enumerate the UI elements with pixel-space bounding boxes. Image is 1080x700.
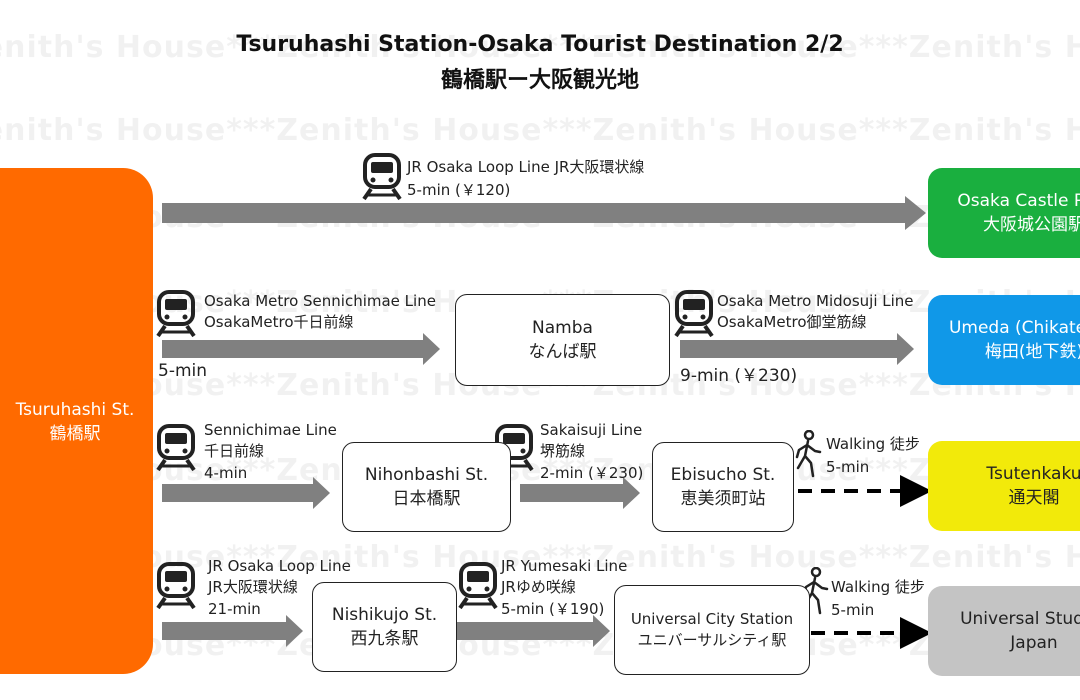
walking-person-icon <box>795 430 822 478</box>
r4-leg1-line-jp: JR大阪環状線 <box>208 578 298 596</box>
arrow-r2-leg2 <box>680 333 914 365</box>
arrow-r4-leg1 <box>162 615 303 647</box>
r3-leg2-line-jp: 堺筋線 <box>540 442 586 460</box>
train-icon <box>458 562 498 610</box>
station-nishikujo: Nishikujo St. 西九条駅 <box>312 582 457 672</box>
arrow-r4-leg2 <box>433 615 610 647</box>
r2-leg1-time: 5-min <box>158 361 208 381</box>
r2-leg2-time: 9-min (￥230) <box>680 366 798 386</box>
station-nihonbashi-en: Nihonbashi St. <box>364 465 489 485</box>
station-nishikujo-en: Nishikujo St. <box>331 605 438 625</box>
walking-person-icon <box>802 567 829 615</box>
origin-station-block: Tsuruhashi St. 鶴橋駅 <box>0 168 153 674</box>
dest-r3-jp: 通天閣 <box>1008 488 1060 508</box>
arrow-r3-leg1 <box>162 477 330 509</box>
r3-walk-label: Walking 徒步 <box>826 435 920 453</box>
r4-walk-time: 5-min <box>831 601 875 619</box>
station-namba: Namba なんば駅 <box>455 294 670 386</box>
r4-leg2-line-en: JR Yumesaki Line <box>501 557 628 575</box>
r3-leg1-line-jp: 千日前線 <box>204 442 265 460</box>
destination-universal-studios-japan: Universal Studios Japan <box>928 586 1080 676</box>
arrow-r2-leg1 <box>162 333 440 365</box>
r1-line-label: JR Osaka Loop Line JR大阪環状線 <box>407 158 645 176</box>
destination-tsutenkaku: Tsutenkaku 通天閣 <box>928 441 1080 531</box>
origin-name-jp: 鶴橋駅 <box>49 424 101 444</box>
station-universal-city-en: Universal City Station <box>630 610 794 628</box>
page-subtitle-jp: 鶴橋駅ー大阪観光地 <box>440 68 639 93</box>
page-title: Tsuruhashi Station-Osaka Tourist Destina… <box>236 32 844 57</box>
dest-r1-jp: 大阪城公園駅 <box>983 215 1080 235</box>
r2-leg2-line-en: Osaka Metro Midosuji Line <box>717 292 914 310</box>
station-nihonbashi-jp: 日本橋駅 <box>392 489 461 509</box>
dest-r2-en: Umeda (Chikatetsu) <box>948 318 1080 338</box>
station-ebisucho-en: Ebisucho St. <box>670 465 776 485</box>
dest-r3-en: Tsutenkaku <box>986 464 1080 484</box>
r4-leg1-line-en: JR Osaka Loop Line <box>208 557 351 575</box>
r3-leg2-line-en: Sakaisuji Line <box>540 421 643 439</box>
station-ebisucho-jp: 恵美须町站 <box>680 489 766 509</box>
train-icon <box>156 424 196 472</box>
arrow-r1 <box>162 196 926 230</box>
train-icon <box>362 153 402 201</box>
r3-leg2-time: 2-min (￥230) <box>540 464 644 482</box>
destination-umeda: Umeda (Chikatetsu) 梅田(地下鉄) <box>928 295 1080 385</box>
train-icon <box>156 290 196 338</box>
station-namba-en: Namba <box>532 318 593 338</box>
station-universal-city: Universal City Station ユニバーサルシティ駅 <box>614 585 810 675</box>
r4-leg2-time: 5-min (￥190) <box>501 600 605 618</box>
train-icon <box>156 562 196 610</box>
station-ebisucho: Ebisucho St. 恵美须町站 <box>652 442 794 532</box>
dest-r1-en: Osaka Castle Park <box>957 191 1080 211</box>
r2-leg2-line-jp: OsakaMetro御堂筋線 <box>717 313 867 331</box>
r4-leg2-line-jp: JRゆめ咲線 <box>501 578 576 596</box>
arrow-r3-leg2 <box>520 477 640 509</box>
watermark-row-7: Zenith's House***Zenith's House***Zenith… <box>0 540 1080 575</box>
watermark-row-2: Zenith's House***Zenith's House***Zenith… <box>0 113 1080 148</box>
r3-leg1-time: 4-min <box>204 464 248 482</box>
station-nishikujo-jp: 西九条駅 <box>350 629 419 649</box>
dest-r2-jp: 梅田(地下鉄) <box>984 342 1080 362</box>
dest-r4-en: Universal Studios <box>960 609 1080 629</box>
station-universal-city-jp: ユニバーサルシティ駅 <box>637 631 787 649</box>
origin-name-en: Tsuruhashi St. <box>15 400 135 420</box>
station-nihonbashi: Nihonbashi St. 日本橋駅 <box>342 442 511 532</box>
dest-r4-jp: Japan <box>1010 633 1058 653</box>
r2-leg1-line-jp: OsakaMetro千日前線 <box>204 313 354 331</box>
r4-leg1-time: 21-min <box>208 600 261 618</box>
watermark-row-1: Zenith's House***Zenith's House***Zenith… <box>0 30 1080 65</box>
r2-leg1-line-en: Osaka Metro Sennichimae Line <box>204 292 436 310</box>
station-namba-jp: なんば駅 <box>528 342 597 362</box>
r4-walk-label: Walking 徒步 <box>831 578 925 596</box>
r3-leg1-line-en: Sennichimae Line <box>204 421 337 439</box>
r1-time-label: 5-min (￥120) <box>407 181 511 199</box>
destination-osaka-castle-park: Osaka Castle Park 大阪城公園駅 <box>928 168 1080 258</box>
train-icon <box>674 290 714 338</box>
r3-walk-time: 5-min <box>826 458 870 476</box>
